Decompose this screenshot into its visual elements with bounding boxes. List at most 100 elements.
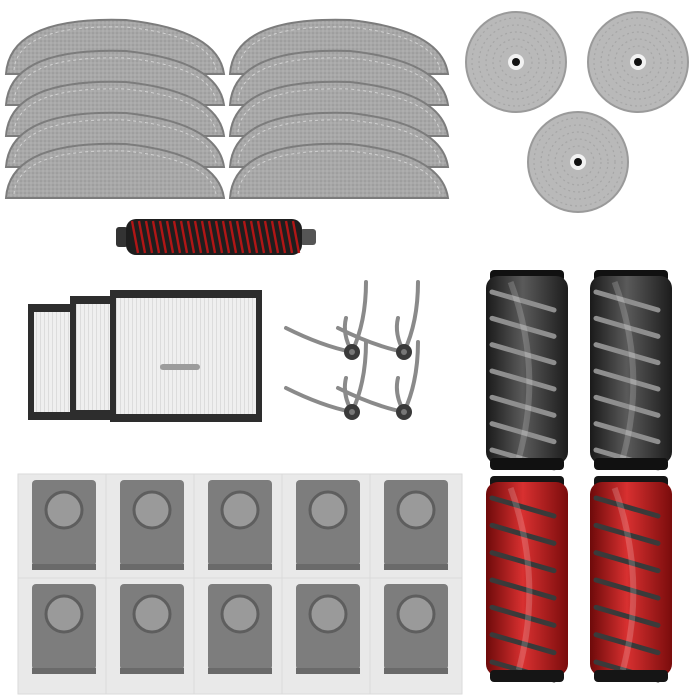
black-main-brush-bristle-row bbox=[593, 315, 661, 339]
round-pad-fiber-ring bbox=[533, 117, 623, 207]
red-main-brush-bristle-row bbox=[593, 604, 661, 628]
black-main-brush-bristle-row bbox=[489, 368, 557, 392]
black-main-brush-highlight bbox=[507, 280, 533, 459]
round-pad-fiber-ring bbox=[499, 45, 533, 79]
black-main-brush-bristle-row bbox=[593, 342, 661, 366]
black-main-brush-cap-bottom bbox=[594, 458, 668, 470]
black-main-brush-bristle-row bbox=[489, 421, 557, 445]
hepa-filters bbox=[28, 290, 262, 422]
mini-brush-bristle bbox=[137, 220, 147, 254]
red-main-brush-highlight bbox=[507, 486, 533, 671]
round-pad-center-hole bbox=[574, 158, 582, 166]
side-brush-hub-center bbox=[401, 409, 407, 415]
dust-bag-card-edge bbox=[32, 564, 96, 570]
round-pad-fiber-ring bbox=[561, 145, 595, 179]
dust-bag-port bbox=[396, 490, 436, 530]
round-pad-fiber-ring bbox=[471, 17, 561, 107]
mop-pad-stitch bbox=[237, 26, 441, 71]
dust-bag-card-edge bbox=[208, 564, 272, 570]
side-brush-hub-center bbox=[349, 349, 355, 355]
black-main-brush-bristle-row bbox=[593, 421, 661, 445]
mini-brush-cap-right bbox=[300, 229, 316, 245]
red-main-brush-bristle-row bbox=[489, 550, 557, 574]
red-main-brush-bristle-row bbox=[489, 522, 557, 546]
mini-brush-bristle bbox=[249, 220, 259, 254]
dust-bag-card-edge bbox=[32, 668, 96, 674]
dust-bag-port bbox=[44, 594, 84, 634]
mop-pad-stitch bbox=[237, 88, 441, 133]
mop-pad-stack-left bbox=[4, 18, 226, 199]
round-pad-fiber-ring bbox=[540, 124, 616, 200]
mini-brush-cap-left bbox=[116, 227, 128, 247]
mini-brush-bristle bbox=[256, 220, 266, 254]
dust-bag-port bbox=[396, 594, 436, 634]
mini-brush-bristle bbox=[221, 220, 231, 254]
mop-pad-stitch bbox=[237, 57, 441, 102]
mop-pad-stitch bbox=[13, 88, 217, 133]
dust-bag-port bbox=[308, 490, 348, 530]
round-pad-fiber-ring bbox=[614, 38, 662, 86]
dust-bag-port bbox=[132, 594, 172, 634]
mini-brush-bristle bbox=[130, 220, 140, 254]
red-main-brush-cap-bottom bbox=[594, 670, 668, 682]
mop-pad-stack-right bbox=[228, 18, 450, 199]
black-main-brush-bristle-row bbox=[593, 394, 661, 418]
dust-bags bbox=[17, 473, 463, 695]
red-main-brush-bristle-row bbox=[489, 495, 557, 519]
red-main-brush-cap-bottom bbox=[490, 670, 564, 682]
mini-brush-bristle bbox=[214, 220, 224, 254]
mini-brush-bristle bbox=[242, 220, 252, 254]
dust-bag-card-edge bbox=[384, 564, 448, 570]
round-pad-fiber-ring bbox=[478, 24, 554, 100]
mop-pad-stitch bbox=[237, 119, 441, 164]
mini-brush-bristle bbox=[158, 220, 168, 254]
mop-pad-stitch bbox=[13, 150, 217, 195]
black-main-brush-highlight bbox=[611, 280, 637, 459]
mop-pad-stitch bbox=[237, 150, 441, 195]
dust-bag-card-edge bbox=[384, 668, 448, 674]
mini-brush-bristle bbox=[186, 220, 196, 254]
side-brush-hub-center bbox=[401, 349, 407, 355]
mop-pad-stitch bbox=[13, 26, 217, 71]
round-pad-fiber-ring bbox=[600, 24, 676, 100]
black-main-brush-cap-bottom bbox=[490, 458, 564, 470]
mini-brush-bristle bbox=[144, 220, 154, 254]
red-main-brush-bristle-row bbox=[593, 577, 661, 601]
mini-brush-bristle bbox=[172, 220, 182, 254]
black-main-brush-bristle-row bbox=[489, 342, 557, 366]
dust-bag-port bbox=[308, 594, 348, 634]
round-pad-center-hole bbox=[512, 58, 520, 66]
mini-brush-body bbox=[126, 219, 302, 255]
dust-bag-card-edge bbox=[120, 668, 184, 674]
mop-pad-stitch bbox=[13, 57, 217, 102]
dust-bag-port bbox=[132, 490, 172, 530]
red-main-brush-bristle-row bbox=[489, 632, 557, 656]
mop-pad bbox=[4, 142, 226, 199]
round-pad-fiber-ring bbox=[621, 45, 655, 79]
black-main-brush-bristle-row bbox=[593, 368, 661, 392]
main-roller-brushes bbox=[486, 270, 672, 683]
round-pad-fiber-ring bbox=[607, 31, 669, 93]
round-pad-fiber-ring bbox=[593, 17, 683, 107]
hepa-filter-media bbox=[116, 298, 256, 414]
red-main-brush-bristle-row bbox=[489, 604, 557, 628]
mini-brush-bristle bbox=[179, 220, 189, 254]
round-pad-center-hole bbox=[634, 58, 642, 66]
dust-bag-port bbox=[44, 490, 84, 530]
black-main-brush-bristle-row bbox=[489, 394, 557, 418]
mini-brush-bristle bbox=[284, 220, 294, 254]
dust-bag-port bbox=[220, 594, 260, 634]
round-pad-fiber-ring bbox=[485, 31, 547, 93]
black-main-brush-bristle-row bbox=[489, 315, 557, 339]
mini-brush-bristle bbox=[151, 220, 161, 254]
mini-brush-bristle bbox=[235, 220, 245, 254]
dust-bag-port bbox=[220, 490, 260, 530]
side-brushes bbox=[284, 280, 420, 420]
mini-roller-brush bbox=[116, 219, 316, 255]
red-main-brush-bristle-row bbox=[593, 550, 661, 574]
mini-brush-bristle bbox=[270, 220, 280, 254]
round-pad-fiber-ring bbox=[492, 38, 540, 86]
mini-brush-bristle bbox=[263, 220, 273, 254]
red-main-brush-highlight bbox=[611, 486, 637, 671]
